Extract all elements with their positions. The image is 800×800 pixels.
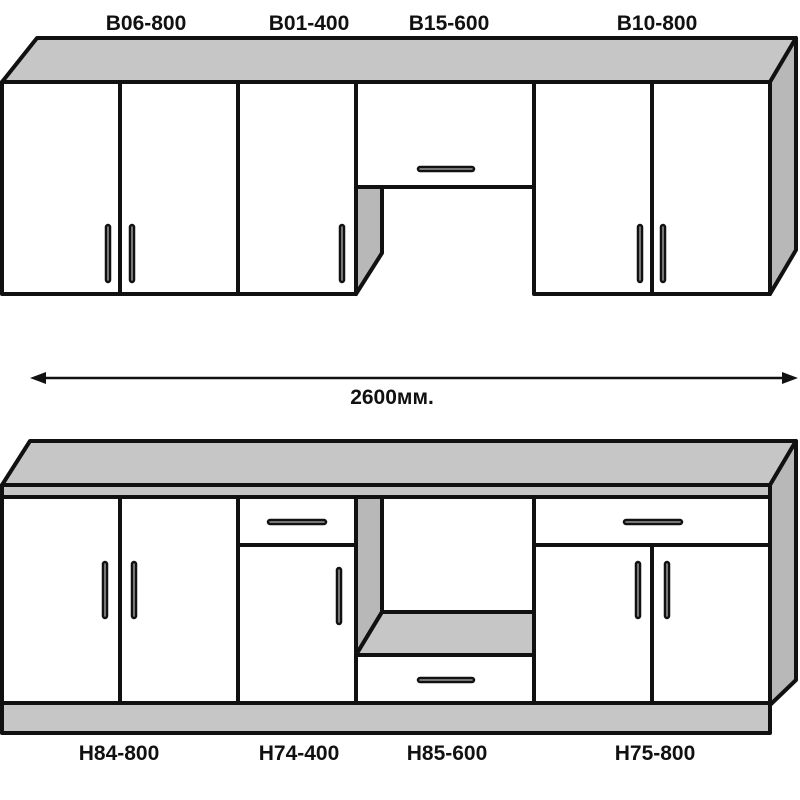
plinth [0,701,772,735]
b10-right-door [650,80,772,296]
label-h85-600: H85-600 [407,742,488,765]
lower-side-panel [768,439,798,707]
h84-right-door [118,495,240,705]
handle-icon [335,566,343,626]
label-b01-400: B01-400 [269,12,350,35]
upper-cabinets [0,36,798,296]
label-b06-800: B06-800 [106,12,187,35]
dimension-label: 2600мм. [350,386,434,409]
handle-icon [101,560,109,620]
label-b15-600: B15-600 [409,12,490,35]
h75-left-door [532,543,654,705]
h74-drawer [236,495,358,547]
handle-icon [416,165,476,173]
h75-drawer [532,495,772,547]
arrow-right-icon [782,372,798,384]
h84-left-door [0,495,122,705]
handle-icon [128,223,136,284]
width-dimension: 2600мм. [30,372,798,409]
label-b10-800: B10-800 [617,12,698,35]
arrow-left-icon [30,372,46,384]
label-h74-400: H74-400 [259,742,340,765]
b10-left-door [532,80,654,296]
label-h75-800: H75-800 [615,742,696,765]
h85-drawer [354,653,536,705]
countertop-top [0,439,798,487]
upper-gap-side-panel [354,185,384,296]
handle-icon [636,223,644,284]
label-h84-800: H84-800 [79,742,160,765]
lower-cabinets [0,439,798,735]
oven-niche-shelf [354,610,536,657]
handle-icon [130,560,138,620]
handle-icon [338,223,346,284]
handle-icon [663,560,671,620]
handle-icon [416,676,476,684]
handle-icon [634,560,642,620]
h75-right-door [650,543,772,705]
handle-icon [659,223,667,284]
b01-door [236,80,358,296]
b06-left-door [0,80,122,296]
handle-icon [266,518,328,526]
handle-icon [104,223,112,284]
b06-right-door [118,80,240,296]
handle-icon [622,518,684,526]
upper-top-panel [0,36,798,84]
upper-side-panel [768,36,798,296]
